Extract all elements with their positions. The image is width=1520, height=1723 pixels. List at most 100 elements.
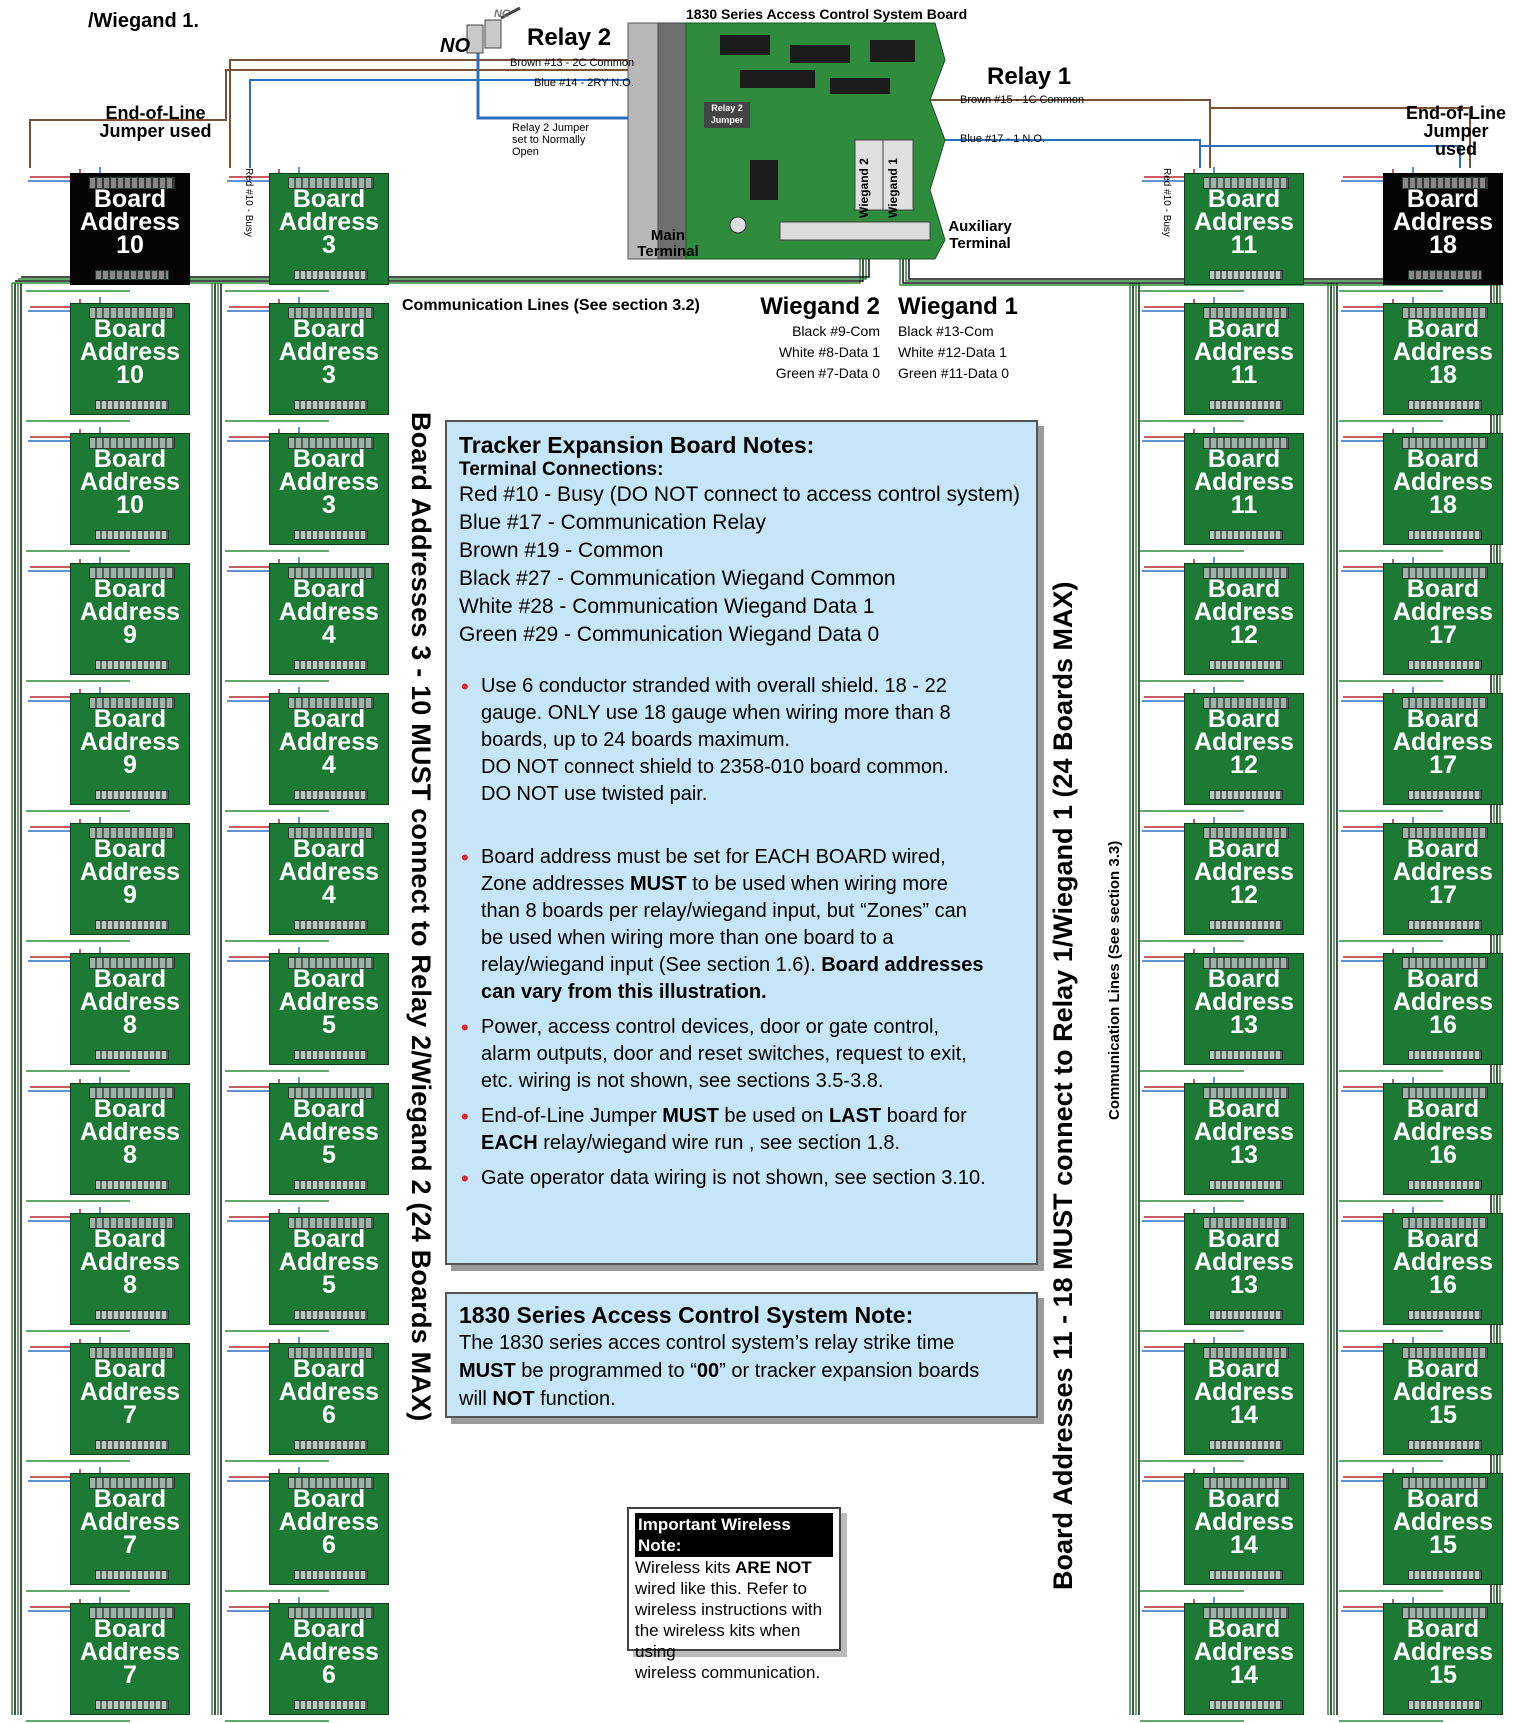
terminal-strip bbox=[1402, 1347, 1488, 1359]
terminal-strip bbox=[294, 1050, 368, 1060]
address-word: Address bbox=[278, 1378, 380, 1406]
terminal-strip bbox=[294, 660, 368, 670]
note-bullet-line: Board address must be set for EACH BOARD… bbox=[481, 846, 946, 868]
wiegand2-line: Black #9-Com bbox=[792, 323, 880, 339]
address-word: Address bbox=[1392, 1638, 1494, 1666]
board-address-number: 8 bbox=[123, 1271, 137, 1299]
board-address-number: 15 bbox=[1429, 1661, 1457, 1689]
terminal-strip bbox=[89, 567, 175, 579]
terminal-strip bbox=[1203, 957, 1289, 969]
board-address-number: 5 bbox=[322, 1271, 336, 1299]
address-word: Address bbox=[278, 468, 380, 496]
board-word: Board bbox=[1207, 835, 1281, 863]
relay2-no-label: NO bbox=[440, 35, 470, 57]
terminal-strip bbox=[1209, 1700, 1283, 1710]
terminal-strip bbox=[1209, 1570, 1283, 1580]
board-address-number: 14 bbox=[1230, 1401, 1258, 1429]
terminal-strip bbox=[95, 1570, 169, 1580]
comm-lines-right-label: Communication Lines (See section 3.3) bbox=[1106, 840, 1123, 1120]
relay2-brown-wire: Brown #13 - 2C Common bbox=[510, 57, 635, 69]
terminal-strip bbox=[294, 1310, 368, 1320]
note-bullet-line: alarm outputs, door and reset switches, … bbox=[481, 1043, 967, 1065]
note-bullet-line: be used when wiring more than one board … bbox=[481, 927, 894, 949]
terminal-strip bbox=[1203, 1217, 1289, 1229]
board-address-number: 7 bbox=[123, 1661, 137, 1689]
terminal-strip bbox=[95, 530, 169, 540]
aux-terminal-label: Auxiliary Terminal bbox=[948, 218, 1012, 252]
board-word: Board bbox=[1406, 315, 1480, 343]
terminal-strip bbox=[294, 1440, 368, 1450]
wiegand2-chip: Wiegand 2 bbox=[857, 158, 871, 218]
terminal-strip bbox=[89, 1217, 175, 1229]
system-note-line: will NOT function. bbox=[459, 1388, 616, 1410]
terminal-strip bbox=[288, 1087, 374, 1099]
board-address-number: 16 bbox=[1429, 1141, 1457, 1169]
wiegand2-title: Wiegand 2 bbox=[760, 293, 880, 320]
note-bullet-line: than 8 boards per relay/wiegand input, b… bbox=[481, 900, 967, 922]
address-word: Address bbox=[1392, 728, 1494, 756]
terminal-strip bbox=[294, 790, 368, 800]
relay1-brown-wire: Brown #15 - 1C Common bbox=[960, 94, 1085, 106]
board-address-number: 13 bbox=[1230, 1271, 1258, 1299]
board-word: Board bbox=[292, 445, 366, 473]
terminal-strip bbox=[1203, 1347, 1289, 1359]
board-address-number: 11 bbox=[1230, 361, 1258, 389]
address-word: Address bbox=[79, 728, 181, 756]
board-word: Board bbox=[1406, 1615, 1480, 1643]
terminal-line: Red #10 - Busy (DO NOT connect to access… bbox=[459, 483, 1020, 506]
wireless-note-box: Important Wireless Note: Wireless kits A… bbox=[627, 1507, 841, 1682]
board-word: Board bbox=[292, 1095, 366, 1123]
tracker-notes-box: Tracker Expansion Board Notes: Terminal … bbox=[445, 420, 1038, 1265]
terminal-strip bbox=[1203, 567, 1289, 579]
board-word: Board bbox=[292, 575, 366, 603]
terminal-strip bbox=[288, 1217, 374, 1229]
wire bbox=[1210, 107, 1471, 168]
terminal-strip bbox=[288, 957, 374, 969]
address-word: Address bbox=[1392, 208, 1494, 236]
terminal-strip bbox=[95, 1050, 169, 1060]
note-bullet-line: Zone addresses MUST to be used when wiri… bbox=[481, 873, 948, 895]
address-word: Address bbox=[278, 208, 380, 236]
terminal-strip bbox=[95, 1440, 169, 1450]
board-address-number: 17 bbox=[1429, 881, 1457, 909]
terminal-strip bbox=[288, 1607, 374, 1619]
terminal-strip bbox=[1402, 307, 1488, 319]
terminal-strip bbox=[1402, 437, 1488, 449]
board-word: Board bbox=[93, 705, 167, 733]
header-fragment: /Wiegand 1. bbox=[88, 10, 199, 32]
terminal-strip bbox=[1209, 270, 1283, 280]
board-word: Board bbox=[292, 1615, 366, 1643]
wire bbox=[249, 79, 640, 168]
board-word: Board bbox=[1207, 185, 1281, 213]
terminal-strip bbox=[1203, 437, 1289, 449]
board-address-number: 16 bbox=[1429, 1011, 1457, 1039]
board-word: Board bbox=[93, 835, 167, 863]
terminal-strip bbox=[1203, 1607, 1289, 1619]
relay2-blue-wire: Blue #14 - 2RY N.O. bbox=[534, 77, 634, 89]
